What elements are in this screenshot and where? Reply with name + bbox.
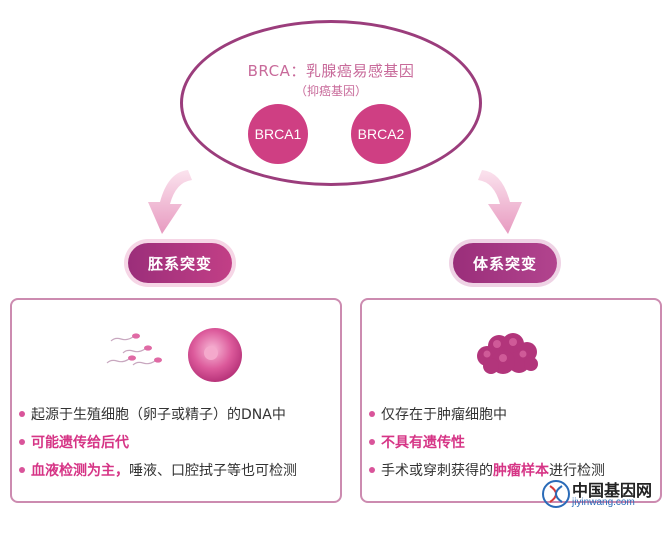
somatic-item-3: 手术或穿刺获得的肿瘤样本进行检测 bbox=[369, 460, 605, 480]
arrow-right-icon bbox=[478, 170, 522, 234]
brca-ellipse bbox=[180, 20, 482, 186]
tumor-icon bbox=[477, 333, 538, 374]
bullet-dot-icon bbox=[369, 467, 375, 473]
bullet-dot-icon bbox=[19, 439, 25, 445]
somatic-item-1: 仅存在于肿瘤细胞中 bbox=[369, 404, 507, 424]
arrow-left-icon bbox=[148, 170, 192, 234]
gene-brca1: BRCA1 bbox=[248, 104, 308, 164]
watermark-url: jiyinwang.com bbox=[572, 497, 635, 508]
brca-title: BRCA：乳腺癌易感基因 bbox=[247, 62, 415, 80]
brca-subtitle: （抑癌基因） bbox=[294, 84, 367, 98]
germline-item-3: 血液检测为主，唾液、口腔拭子等也可检测 bbox=[19, 460, 297, 480]
somatic-item-2: 不具有遗传性 bbox=[369, 432, 465, 452]
somatic-label: 体系突变 bbox=[453, 243, 557, 283]
gene-brca2: BRCA2 bbox=[351, 104, 411, 164]
watermark-title: 中国基因网 bbox=[572, 481, 653, 500]
germline-label: 胚系突变 bbox=[128, 243, 232, 283]
bullet-dot-icon bbox=[369, 439, 375, 445]
sperm-egg-icon bbox=[106, 328, 242, 382]
germline-panel bbox=[10, 298, 342, 503]
dna-logo-icon bbox=[542, 480, 570, 508]
germline-item-2: 可能遗传给后代 bbox=[19, 432, 129, 452]
germline-item-1: 起源于生殖细胞（卵子或精子）的DNA中 bbox=[19, 404, 286, 424]
bullet-dot-icon bbox=[369, 411, 375, 417]
somatic-panel bbox=[360, 298, 662, 503]
bullet-dot-icon bbox=[19, 411, 25, 417]
bullet-dot-icon bbox=[19, 467, 25, 473]
